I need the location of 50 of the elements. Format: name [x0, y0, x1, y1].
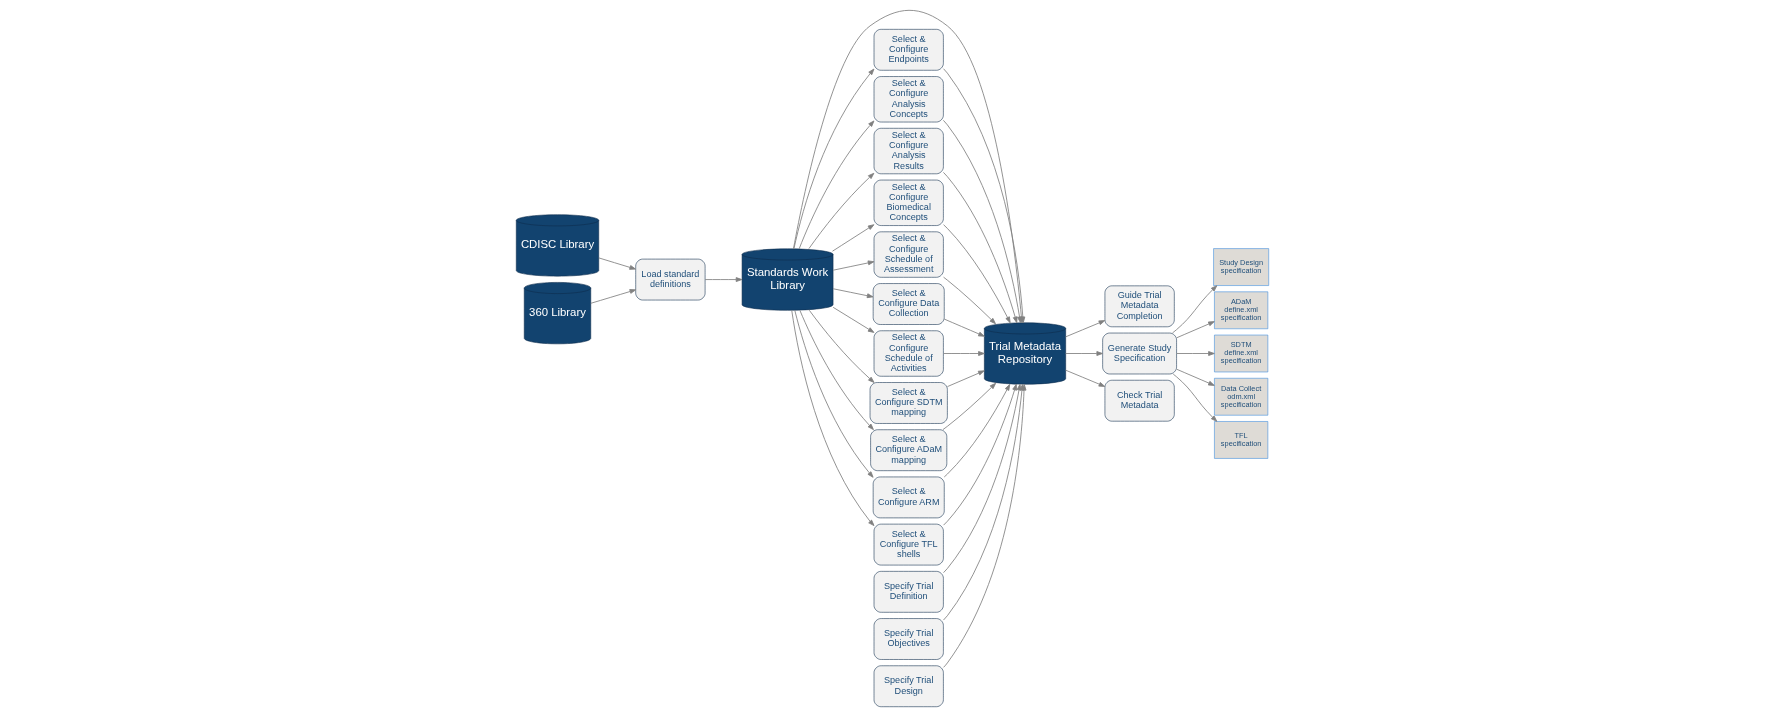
arrow — [832, 224, 875, 252]
node-box: Select & Configure ADaM mapping — [870, 429, 948, 471]
arrow — [794, 309, 874, 478]
arrow — [832, 306, 875, 333]
arrow — [943, 171, 1018, 324]
node-box: Select & Configure Biomedical Concepts — [873, 179, 944, 226]
arrow — [1065, 369, 1106, 387]
arrow — [590, 289, 637, 304]
node-box: Check Trial Metadata — [1104, 379, 1175, 422]
arrow — [942, 382, 997, 430]
node-box: Select & Configure TFL shells — [873, 523, 944, 566]
node-box: Select & Configure Endpoints — [873, 29, 944, 71]
arrow — [1172, 373, 1218, 422]
node-box: Select & Configure SDTM mapping — [869, 382, 948, 424]
arrow — [832, 260, 875, 271]
arrow — [704, 277, 743, 282]
arrow — [947, 370, 985, 387]
node-box: Generate Study Specification — [1102, 332, 1177, 375]
arrow — [1065, 320, 1106, 338]
arrow — [799, 309, 874, 431]
node-box: Select & Configure Schedule of Activities — [873, 330, 944, 377]
node-box: Select & Configure Data Collection — [872, 283, 945, 325]
arrow — [832, 288, 874, 299]
arrow — [1176, 368, 1215, 386]
arrow — [943, 383, 1022, 574]
arrow — [598, 257, 636, 270]
arrow — [1176, 321, 1215, 339]
node-box: Select & Configure Analysis Concepts — [873, 76, 944, 123]
arrow — [1176, 351, 1215, 356]
arrow — [943, 351, 985, 356]
node-box: Select & Configure Analysis Results — [873, 128, 944, 175]
node-box: Select & Configure Schedule of Assessment — [873, 231, 944, 278]
arrow — [808, 172, 875, 250]
arrow — [943, 224, 1011, 324]
node-box: Specify Trial Objectives — [873, 618, 944, 660]
arrow — [943, 276, 996, 325]
arrow — [1065, 351, 1103, 356]
node-box: Guide Trial Metadata Completion — [1104, 285, 1175, 328]
arrow — [943, 318, 985, 337]
arrow — [798, 120, 875, 250]
node-box: Specify Trial Design — [873, 665, 944, 707]
arrow — [793, 68, 875, 250]
node-box: Select & Configure ARM — [872, 476, 945, 519]
arrow — [943, 383, 1017, 526]
node-box: Specify Trial Definition — [873, 571, 944, 613]
arrow — [808, 309, 875, 383]
arrow — [791, 310, 875, 527]
node-box: Load standard definitions — [635, 258, 706, 301]
arrow — [1172, 285, 1218, 334]
arrow — [943, 384, 1011, 478]
